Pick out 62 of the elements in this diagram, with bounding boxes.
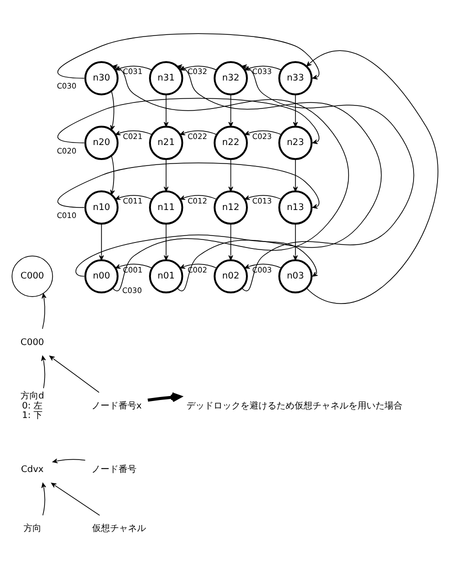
arrow bbox=[163, 94, 168, 127]
edge-label: C013 bbox=[252, 196, 272, 205]
node-circle: n13 bbox=[278, 190, 312, 224]
node-circle: n03 bbox=[278, 258, 312, 293]
arrow bbox=[228, 158, 233, 192]
arrow bbox=[163, 158, 168, 192]
node-text: 方向 bbox=[22, 524, 41, 534]
arrow bbox=[244, 130, 282, 135]
edge-label: C033 bbox=[252, 66, 272, 76]
edge-label: C023 bbox=[252, 131, 272, 140]
edge-label: C031 bbox=[122, 66, 142, 76]
arrow bbox=[163, 223, 168, 260]
node-circle: n22 bbox=[213, 125, 248, 160]
node-circle: n21 bbox=[148, 125, 183, 160]
node-text: ノード番号 bbox=[91, 464, 136, 474]
arrow bbox=[40, 482, 46, 516]
node-text: Cdvx bbox=[20, 464, 44, 474]
node-circle: n01 bbox=[148, 258, 183, 293]
arrow bbox=[110, 90, 114, 130]
arrow bbox=[56, 32, 319, 79]
edge-label: C022 bbox=[187, 131, 207, 140]
node-circle: n00 bbox=[84, 258, 118, 293]
arrow bbox=[41, 292, 46, 329]
arrow bbox=[114, 194, 152, 200]
arrow bbox=[56, 97, 319, 144]
edge-label: C030 bbox=[56, 81, 76, 90]
node-circle: n02 bbox=[213, 258, 248, 293]
arrow bbox=[292, 94, 298, 127]
node-circle: n11 bbox=[148, 190, 183, 224]
arrow bbox=[244, 194, 282, 200]
arrow bbox=[98, 223, 104, 260]
arrow bbox=[179, 130, 217, 135]
edge-label: C021 bbox=[122, 131, 142, 140]
node-text: C000 bbox=[20, 337, 44, 348]
edge-label: C032 bbox=[187, 66, 207, 76]
arrow bbox=[50, 482, 100, 516]
arrow bbox=[179, 194, 217, 200]
arrow bbox=[292, 223, 298, 260]
edge-label: C020 bbox=[56, 146, 76, 155]
node-text: 仮想チャネル bbox=[91, 524, 146, 534]
node-circle: n12 bbox=[213, 190, 248, 224]
arrow bbox=[147, 392, 182, 402]
node-text: 方向d 0: 左 1: 下 bbox=[20, 391, 44, 421]
arrow bbox=[52, 458, 86, 463]
arrow bbox=[114, 130, 152, 135]
edge-label: C012 bbox=[187, 196, 207, 205]
node-circle: n23 bbox=[278, 125, 312, 160]
arrow bbox=[306, 50, 438, 304]
edge-label: C011 bbox=[122, 196, 142, 205]
node-text: ノード番号x bbox=[90, 400, 142, 411]
edge-label: C030 bbox=[122, 286, 142, 295]
arrow bbox=[56, 162, 319, 208]
arrow bbox=[48, 355, 99, 392]
node-circle: C000 bbox=[11, 255, 52, 296]
node-text: デッドロックを避けるため仮想チャネルを用いた場合 bbox=[186, 400, 402, 411]
arrow bbox=[75, 234, 318, 276]
arrow bbox=[292, 158, 298, 192]
arrow bbox=[228, 94, 233, 127]
edge-label: C010 bbox=[56, 210, 76, 220]
arrow bbox=[110, 154, 114, 194]
arrow bbox=[228, 223, 233, 260]
arrow bbox=[40, 355, 46, 388]
